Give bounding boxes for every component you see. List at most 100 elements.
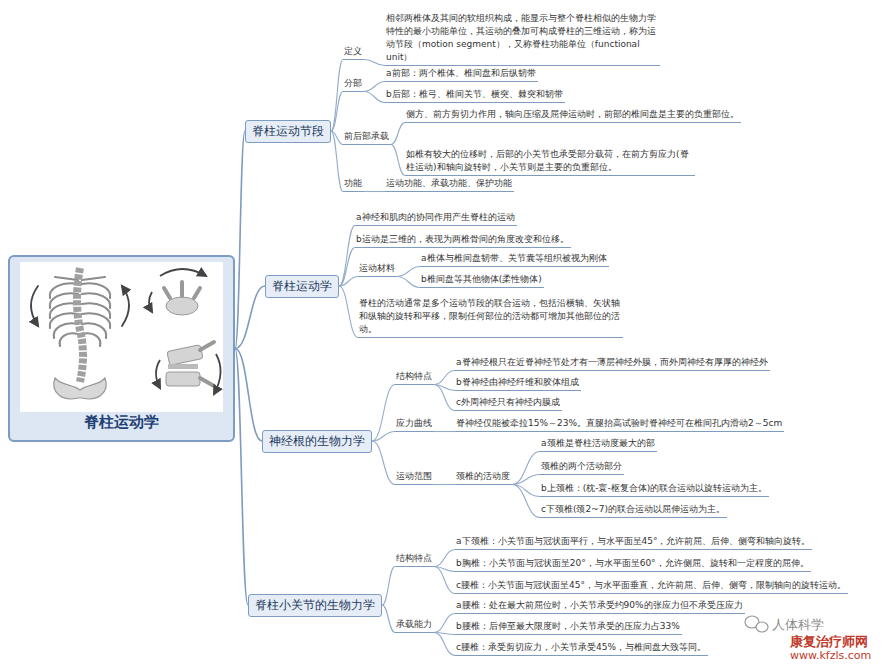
branch-box: 脊柱运动节段	[245, 120, 331, 143]
branch-connector	[331, 131, 343, 192]
topic-text: 前后部承载	[343, 130, 391, 145]
vertebra-top-view	[149, 269, 206, 315]
branch-connector	[364, 82, 385, 92]
vertebra-pair	[156, 342, 221, 394]
branch-connector	[235, 349, 248, 606]
branch-connector	[512, 485, 540, 518]
node-text: c下颈椎(颈2~7)的联合运动以屈伸运动为主。	[541, 503, 725, 516]
node-text: b椎间盘等其他物体(柔性物体)	[421, 273, 542, 286]
node-text: a前部：两个椎体、椎间盘和后纵韧带	[386, 67, 536, 80]
topic-text: 分部	[343, 77, 364, 92]
node-text: b运动是三维的，表现为两椎骨间的角度改变和位移。	[356, 233, 569, 246]
topic-text: 结构特点	[395, 552, 434, 567]
node-text: 颈椎的两个活动部分	[541, 460, 622, 473]
topic-text: b椎间盘等其他物体(柔性物体)	[420, 273, 544, 288]
topic-text: b脊神经由神经纤维和胶体组成	[455, 376, 581, 391]
node-text: 脊柱运动节段	[252, 124, 324, 139]
branch-box: 脊柱运动学	[265, 275, 339, 298]
topic-text: a神经和肌肉的协同作用产生脊柱的运动	[355, 211, 517, 226]
node-text: 前后部承载	[344, 130, 389, 143]
topic-text: 功能	[343, 177, 364, 192]
topic-text: 结构特点	[395, 370, 434, 385]
vertebral-body	[166, 372, 200, 386]
branch-connector	[512, 452, 540, 485]
topic-text: b后部：椎弓、椎间关节、横突、棘突和韧带	[385, 88, 565, 103]
node-text: 运动材料	[359, 262, 395, 275]
topic-text: c腰椎：承受剪切应力，小关节承受45%，与椎间盘大致等同。	[455, 641, 708, 656]
node-text: 定义	[344, 45, 362, 58]
branch-box: 神经根的生物力学	[262, 430, 372, 453]
topic-text: 应力曲线	[395, 417, 434, 432]
branch-connector	[434, 614, 455, 633]
branch-connector	[339, 277, 358, 287]
node-text: c腰椎：小关节面与冠状面呈45°，与水平面垂直，允许前屈、后伸、侧弯，限制轴向的…	[456, 579, 846, 592]
topic-text: 定义	[343, 45, 364, 60]
branch-connector	[382, 605, 395, 633]
topic-text: c腰椎：小关节面与冠状面呈45°，与水平面垂直，允许前屈、后伸、侧弯，限制轴向的…	[455, 579, 848, 594]
topic-text: a下颈椎：小关节面与冠状面平行，与水平面呈45°，允许前屈、后伸、侧弯和轴向旋转…	[455, 535, 812, 550]
branch-connector	[434, 431, 455, 432]
branch-connector	[339, 248, 355, 287]
watermark-text: www.kfzls.com	[790, 649, 871, 662]
branch-connector	[339, 226, 355, 287]
node-text: b腰椎：后伸至最大限度时，小关节承受的压应力占33%	[456, 620, 680, 633]
topic-text: a椎体与椎间盘韧带、关节囊等组织被视为刚体	[420, 252, 609, 267]
ribcage-figure	[31, 268, 129, 399]
topic-text: 颈椎的两个活动部分	[540, 460, 624, 475]
topic-text: 侧方、前方剪切力作用，轴向压缩及屈伸运动时，前部的椎间盘是主要的负重部位。	[405, 108, 741, 123]
root-panel-fill	[8, 255, 235, 442]
vertebral-body	[167, 345, 203, 366]
branch-box: 脊柱小关节的生物力学	[248, 594, 382, 617]
branch-connector	[372, 432, 395, 442]
topic-text: 承载能力	[395, 618, 434, 633]
node-text: 侧方、前方剪切力作用，轴向压缩及屈伸运动时，前部的椎间盘是主要的负重部位。	[406, 108, 739, 121]
branch-connector	[364, 92, 385, 103]
topic-text: b胸椎：小关节面与冠状面呈20°，与水平面呈60°，允许侧屈、旋转和一定程度的屈…	[455, 557, 811, 572]
branch-connector	[434, 567, 455, 594]
node-text: 脊柱的活动通常是多个运动节段的联合运动，包括沿横轴、矢状轴和纵轴的旋转和平移，限…	[359, 297, 621, 336]
node-text: a神经和肌肉的协同作用产生脊柱的运动	[356, 211, 515, 224]
node-text: a下颈椎：小关节面与冠状面平行，与水平面呈45°，允许前屈、后伸、侧弯和轴向旋转…	[456, 535, 810, 548]
node-text: c外周神经只有神经内膜成	[456, 396, 560, 409]
pelvis	[54, 378, 106, 399]
rotation-arrow	[214, 354, 221, 394]
image-area	[20, 262, 223, 412]
topic-text: 脊神经仅能被牵拉15%～23%。直腿抬高试验时脊神经可在椎间孔内滑动2～5cm	[455, 417, 784, 432]
branch-connector	[512, 475, 540, 485]
node-text: 功能	[344, 177, 362, 190]
node-text: 脊神经仅能被牵拉15%～23%。直腿抬高试验时脊神经可在椎间孔内滑动2～5cm	[456, 417, 782, 430]
rotation-arrow	[149, 292, 152, 312]
node-text: a腰椎：处在最大前屈位时，小关节承受约90%的张应力但不承受压应力	[456, 599, 743, 612]
topic-text: 运动范围	[395, 470, 434, 485]
branch-connector	[372, 385, 395, 442]
node-text: 结构特点	[396, 552, 432, 565]
branch-connector	[391, 145, 405, 176]
branch-connector	[331, 60, 343, 132]
node-text: 应力曲线	[396, 417, 432, 430]
node-text: a脊神经根只在近脊神经节处才有一薄层神经外膜，而外周神经有厚厚的神经外	[456, 356, 768, 369]
vertebral-process	[200, 342, 214, 386]
node-text: 脊柱运动学	[84, 413, 159, 432]
node-text: b后部：椎弓、椎间关节、横突、棘突和韧带	[386, 88, 563, 101]
watermark-text: 人体科学	[772, 616, 824, 634]
node-text: b胸椎：小关节面与冠状面呈20°，与水平面呈60°，允许侧屈、旋转和一定程度的屈…	[456, 557, 809, 570]
node-text: 如椎有较大的位移时，后部的小关节也承受部分载荷，在前方剪应力(脊柱运动)和轴向旋…	[406, 148, 693, 174]
branch-connector	[434, 633, 455, 656]
branch-connector	[391, 123, 405, 145]
rotation-arrow	[31, 286, 38, 326]
intervertebral-disc	[168, 364, 198, 369]
topic-text: b腰椎：后伸至最大限度时，小关节承受的压应力占33%	[455, 620, 682, 635]
spine-column	[77, 268, 83, 382]
topic-text: 运动功能、承载功能、保护功能	[385, 177, 514, 192]
node-text: b上颈椎：(枕-寰-枢复合体)的联合运动以旋转运动为主。	[541, 482, 767, 495]
node-text: 脊柱小关节的生物力学	[255, 598, 375, 613]
branch-connector	[364, 60, 385, 66]
branch-connector	[339, 286, 358, 338]
vertebral-process	[164, 282, 200, 298]
node-text: 运动功能、承载功能、保护功能	[386, 177, 512, 190]
topic-text: a颈椎是脊柱活动度最大的部	[540, 437, 657, 452]
branch-connector	[235, 131, 245, 349]
branch-connector	[434, 484, 455, 485]
node-text: 神经根的生物力学	[269, 434, 365, 449]
